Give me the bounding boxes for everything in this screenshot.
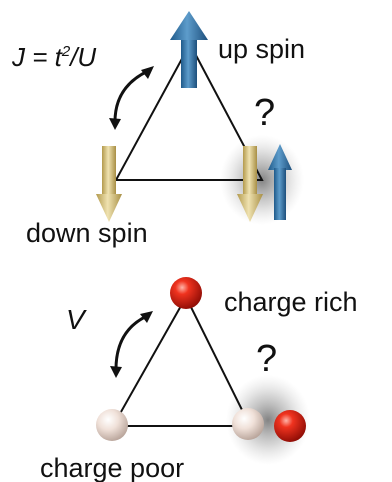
up-spin-arrow-right [268,144,292,220]
exchange-double-arrow-icon [109,66,154,130]
up-spin-label: up spin [218,34,306,64]
coulomb-coupling-label: V [66,304,85,335]
charge-poor-sphere-left [96,409,128,441]
down-spin-label: down spin [26,218,148,248]
charge-triangle [111,294,252,427]
spin-triangle [114,41,264,181]
spin-question-mark: ? [254,92,276,134]
down-spin-arrow-left [96,146,122,222]
exchange-coupling-label: J = t2/U [12,42,97,72]
charge-rich-label: charge rich [224,287,358,317]
charge-poor-label: charge poor [40,453,185,482]
charge-question-mark: ? [256,338,278,380]
up-spin-arrow [170,11,208,88]
charge-rich-sphere-right [274,410,306,442]
coulomb-double-arrow-icon [110,311,153,378]
frustration-glow [226,375,310,465]
charge-poor-sphere-right [232,408,264,440]
down-spin-arrow-right [237,146,263,222]
charge-rich-sphere [170,277,202,309]
